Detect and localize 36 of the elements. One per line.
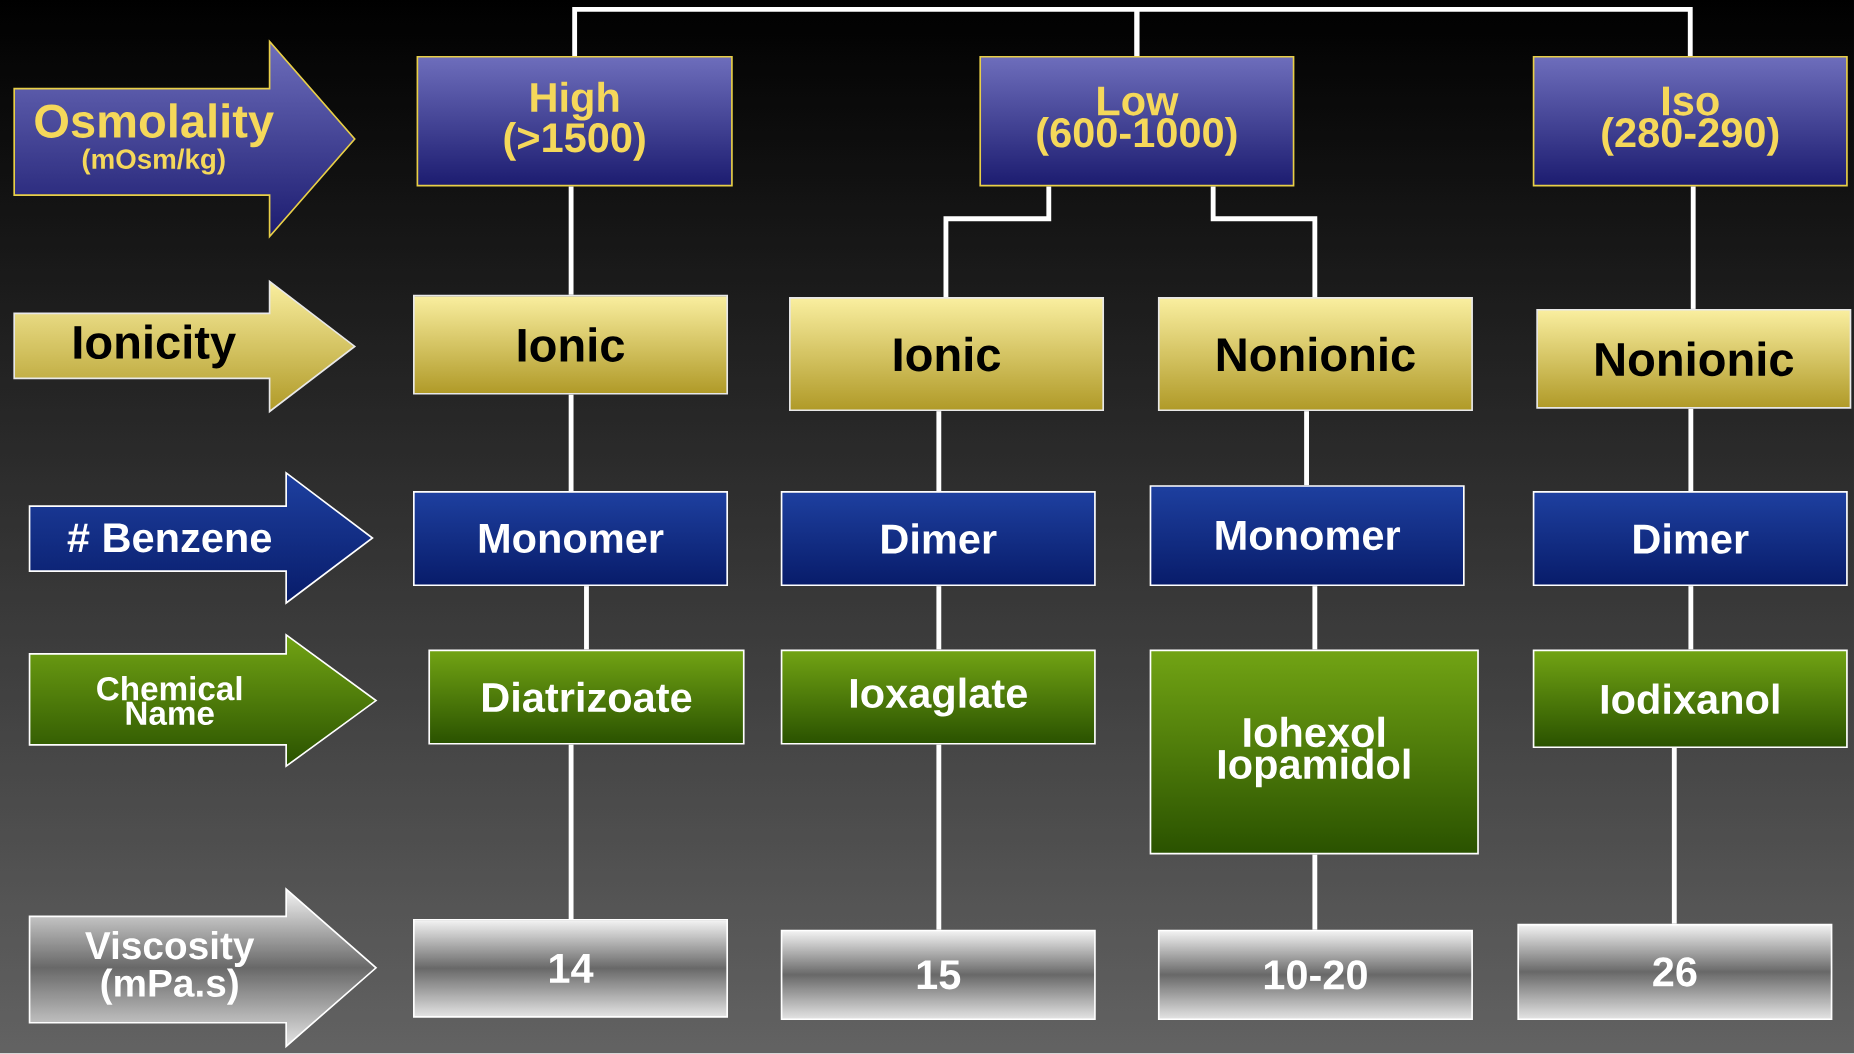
category-box: Iso (280-290) bbox=[1532, 56, 1848, 187]
category-box: Diatrizoate bbox=[428, 649, 745, 745]
connector-line bbox=[568, 744, 574, 920]
category-box: 15 bbox=[780, 929, 1096, 1021]
connector-line bbox=[936, 411, 942, 492]
connector-line bbox=[1134, 7, 1693, 57]
connector-line bbox=[568, 394, 574, 492]
category-box: Ioxaglate bbox=[780, 649, 1096, 745]
connector-line bbox=[568, 186, 574, 295]
category-box: Dimer bbox=[1532, 491, 1848, 587]
category-box: 10-20 bbox=[1157, 929, 1473, 1021]
category-box: Low (600-1000) bbox=[979, 56, 1295, 187]
connector-line bbox=[1312, 586, 1318, 650]
connector-line bbox=[1312, 854, 1318, 930]
category-box: Dimer bbox=[780, 491, 1096, 587]
category-box: Ionic bbox=[413, 295, 729, 395]
category-box: Iohexol Iopamidol bbox=[1149, 649, 1479, 855]
category-box: Nonionic bbox=[1157, 297, 1473, 412]
connector-line bbox=[1688, 409, 1694, 492]
category-box: Nonionic bbox=[1536, 309, 1852, 409]
category-box: Ionic bbox=[789, 297, 1105, 412]
connector-line bbox=[1690, 186, 1696, 310]
category-box: Iodixanol bbox=[1532, 649, 1848, 749]
connector-line bbox=[1210, 186, 1318, 298]
connector-line bbox=[936, 744, 942, 930]
category-box: Monomer bbox=[1149, 485, 1465, 587]
category-box: High (>1500) bbox=[416, 56, 733, 187]
connector-line bbox=[1688, 586, 1694, 650]
category-box: 26 bbox=[1517, 924, 1833, 1021]
connector-line bbox=[943, 186, 1052, 298]
connector-line bbox=[584, 586, 589, 650]
connector-line bbox=[1671, 748, 1677, 925]
connector-line bbox=[1304, 411, 1309, 486]
category-box: Monomer bbox=[413, 491, 729, 587]
category-box: 14 bbox=[413, 919, 729, 1018]
connector-line bbox=[936, 586, 942, 650]
